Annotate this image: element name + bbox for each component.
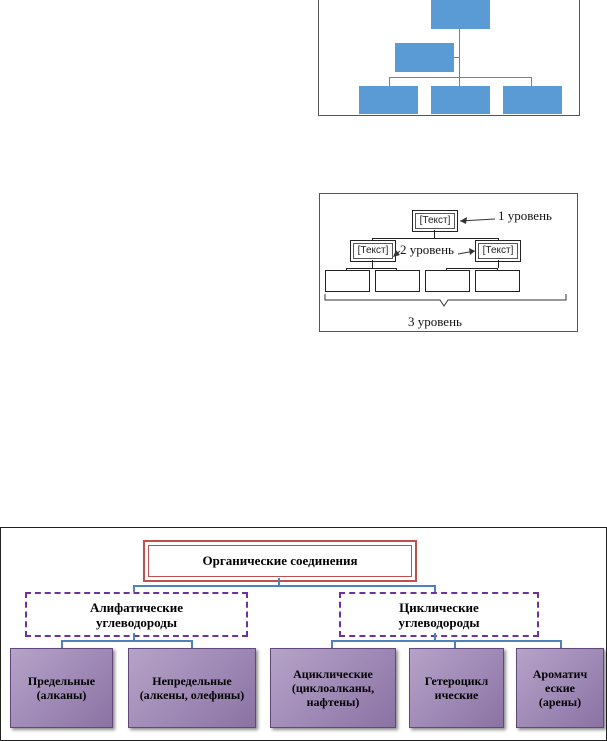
connector: [372, 238, 498, 239]
arrowhead-level1: [460, 217, 467, 224]
connector: [454, 57, 460, 58]
group-cyclic: Циклические углеводороды: [339, 592, 539, 637]
connector: [61, 640, 193, 642]
node-text: [Текст]: [419, 215, 451, 226]
connector: [346, 268, 347, 270]
levels-diagram: [Текст] [Текст] [Текст] 1 уровень 2 уров…: [319, 193, 578, 332]
node-level2-right: [Текст]: [475, 240, 521, 262]
connector: [389, 77, 532, 78]
connector: [133, 633, 135, 642]
label-level3: 3 уровень: [408, 314, 462, 329]
leaf-heterocyclic: Гетероцикл ические: [409, 648, 504, 728]
arrowhead-level2-right: [469, 248, 475, 255]
connector: [61, 640, 63, 648]
connector: [434, 230, 435, 238]
node-level3-4: [475, 270, 520, 292]
connector: [434, 585, 436, 593]
arrowhead-level2-left: [393, 250, 400, 257]
leaf-saturated: Предельные (алканы): [10, 648, 113, 728]
connector: [446, 268, 497, 269]
org-box-child-1: [359, 86, 418, 114]
org-box-child-2: [431, 86, 490, 114]
connector: [133, 585, 135, 593]
connector: [454, 640, 456, 648]
leaf-label: Предельные (алканы): [27, 674, 96, 702]
org-chart-template-1: [318, 0, 580, 116]
label-level1: 1 уровень: [498, 208, 552, 223]
leaf-label: Гетероцикл ические: [424, 674, 489, 702]
connector: [459, 29, 460, 77]
node-level3-1: [325, 270, 370, 292]
org-box-assistant: [395, 43, 454, 72]
connector: [331, 640, 562, 642]
root-node: Органические соединения: [143, 540, 417, 582]
node-level2-left: [Текст]: [350, 240, 396, 262]
group-label: Циклические углеводороды: [398, 599, 480, 630]
connector: [191, 640, 193, 648]
connector: [133, 585, 436, 587]
connector: [560, 640, 562, 648]
connector: [389, 77, 390, 86]
label-level2: 2 уровень: [400, 242, 454, 257]
bracket-level3: [324, 294, 567, 307]
connector: [331, 640, 333, 648]
connector: [346, 268, 396, 269]
connector: [498, 238, 499, 241]
group-aliphatic: Алифатические углеводороды: [25, 592, 248, 637]
connector: [459, 77, 460, 86]
node-text: [Текст]: [482, 245, 514, 256]
node-level1: [Текст]: [412, 210, 458, 232]
connector: [497, 268, 498, 270]
leaf-unsaturated: Непредельные (алкены, олефины): [128, 648, 256, 728]
organic-compounds-diagram: Органические соединения Алифатические уг…: [0, 527, 607, 741]
node-text: [Текст]: [357, 245, 389, 256]
node-level3-3: [425, 270, 470, 292]
node-frame: [353, 243, 393, 259]
leaf-acyclic: Ациклические (циклоалканы, нафтены): [270, 648, 396, 728]
leaf-label: Непредельные (алкены, олефины): [139, 674, 245, 702]
annotation-overlay: [324, 217, 567, 307]
root-label: Органические соединения: [148, 545, 412, 577]
connector: [434, 633, 436, 642]
connector: [372, 260, 373, 268]
connector: [278, 578, 280, 586]
group-label: Алифатические углеводороды: [90, 599, 183, 630]
org-box-child-3: [503, 86, 562, 114]
connector: [531, 77, 532, 86]
node-frame: [415, 213, 455, 229]
leaf-label: Ароматич еские (арены): [532, 667, 588, 709]
node-level3-2: [375, 270, 420, 292]
leaf-label: Ациклические (циклоалканы, нафтены): [291, 667, 375, 709]
connector: [396, 268, 397, 270]
org-box-top: [431, 0, 490, 29]
leaf-aromatic: Ароматич еские (арены): [516, 648, 604, 728]
connector: [498, 260, 499, 268]
node-frame: [478, 243, 518, 259]
connector: [372, 238, 373, 241]
connector: [446, 268, 447, 270]
